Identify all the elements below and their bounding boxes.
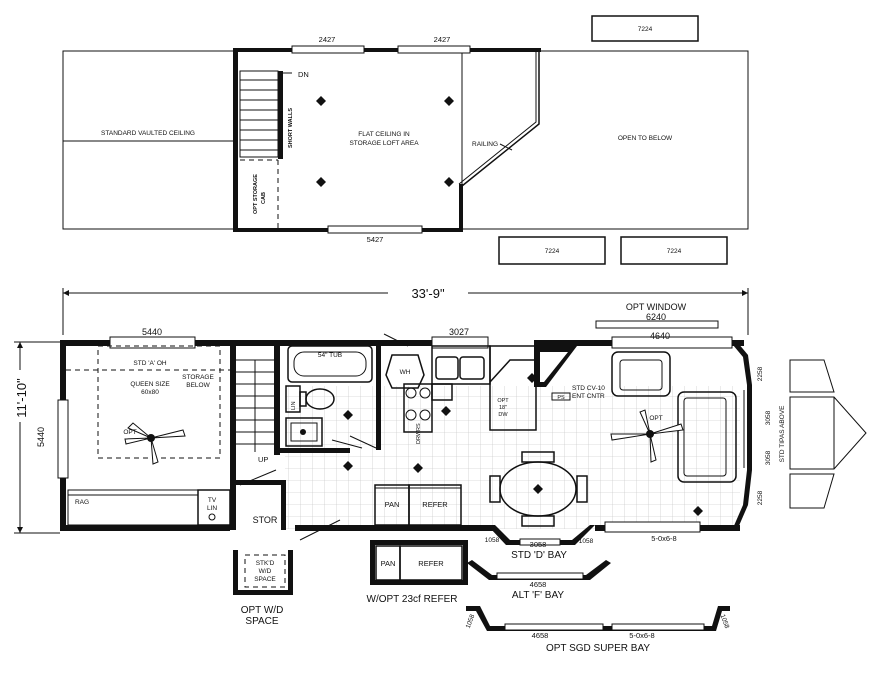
opt-dw-label-2: 18" [499, 405, 507, 411]
wd-label-1: STK'D [256, 560, 275, 567]
left-window-dim: 5440 [36, 427, 46, 447]
sgd-right-dim: 1058 [719, 613, 731, 629]
dn-label: DN [298, 70, 309, 79]
loft-box-bottom-left: 7224 [545, 248, 560, 255]
loft-plan: 2427 2427 5427 7224 7224 7224 STANDARD V… [62, 15, 749, 265]
loft-dim-top-left: 2427 [319, 35, 336, 44]
main-plan: 33'-9" 11'-10" [10, 285, 867, 549]
sgd-bay-label: OPT SGD SUPER BAY [546, 643, 650, 654]
light-icon [441, 406, 451, 416]
opt-dw-label-1: OPT [497, 398, 509, 404]
light-icon [413, 463, 423, 473]
light-icon [316, 177, 326, 187]
storage-below-label-1: STORAGE [182, 374, 214, 381]
storage-below-label-2: BELOW [186, 382, 210, 389]
opt-storage-label-2: CAB [261, 192, 267, 204]
sgd-left-dim: 1058 [465, 613, 477, 629]
overall-width-dim: 11'-10" [14, 378, 29, 418]
rag-label: RAG [75, 499, 89, 506]
bed-fan-label: OPT [123, 429, 136, 436]
loft-box-bottom-right: 7224 [667, 248, 682, 255]
vaulted-ceiling-label: STANDARD VAULTED CEILING [101, 130, 195, 137]
bay-right-dim: 1058 [579, 538, 594, 545]
alt-f-dim: 4658 [530, 580, 547, 589]
light-icon [343, 461, 353, 471]
short-walls-label: SHORT WALLS [288, 108, 294, 148]
options: STD 'D' BAY 4658 ALT 'F' BAY 1058 4658 5… [233, 540, 730, 654]
wh-label: WH [400, 369, 411, 376]
flat-ceiling-label-2: STORAGE LOFT AREA [349, 140, 419, 147]
opt-window-label: OPT WINDOW [626, 302, 687, 312]
dining-table [489, 451, 588, 527]
lin-label: LIN [291, 401, 297, 410]
std-cv-label-2: ENT CNTR [572, 393, 605, 400]
end-dim-mid-top: 3058 [765, 410, 772, 425]
opt-refer-label: REFER [418, 559, 444, 568]
light-icon [316, 96, 326, 106]
wd-caption-1: OPT W/D [241, 605, 284, 616]
up-label: UP [258, 455, 268, 464]
wd-label-3: SPACE [254, 576, 276, 583]
overall-length-dim: 33'-9" [411, 286, 445, 301]
flat-ceiling-label-1: FLAT CEILING IN [358, 131, 410, 138]
light-icon [343, 410, 353, 420]
vaulted-ceiling-area [62, 50, 235, 230]
open-to-below-area [461, 50, 749, 230]
std-d-bay-label: STD 'D' BAY [511, 550, 567, 561]
loft-dim-top-right: 2427 [434, 35, 451, 44]
opt-window-dim: 6240 [646, 312, 666, 322]
queen-label-2: 60x80 [141, 389, 159, 396]
light-icon [533, 484, 543, 494]
living-fan-label: OPT [649, 415, 662, 422]
alt-f-bay-label: ALT 'F' BAY [512, 590, 564, 601]
std-a-oh-label: STD 'A' OH [133, 360, 166, 367]
std-tipas-label: STD TIPAS ABOVE [779, 405, 786, 462]
queen-label-1: QUEEN SIZE [130, 381, 170, 388]
light-icon [527, 373, 537, 383]
pan-label: PAN [385, 500, 400, 509]
end-dim-mid-bottom: 3058 [765, 450, 772, 465]
opt-dw-label-3: DW [498, 412, 508, 418]
opt-storage-label-1: OPT STORAGE [253, 174, 259, 214]
light-icon [444, 96, 454, 106]
slider-dim: 5-0x6-8 [651, 534, 676, 543]
loft-box-top: 7224 [638, 26, 653, 33]
opt-pan-label: PAN [381, 559, 396, 568]
railing-label: RAILING [472, 141, 498, 148]
stor-label: STOR [253, 515, 278, 525]
kitchen-window-dim: 3027 [449, 327, 469, 337]
sgd-slider-dim: 5-0x6-8 [629, 631, 654, 640]
drwrs-label: DRWRS [416, 423, 422, 444]
bay-center-dim: 3058 [530, 540, 547, 549]
open-to-below-label: OPEN TO BELOW [618, 135, 673, 142]
ps-label: PS [557, 395, 565, 401]
light-icon [444, 177, 454, 187]
light-icon [693, 506, 703, 516]
living-window-dim: 4640 [650, 331, 670, 341]
opt-refer-caption: W/OPT 23cf REFER [367, 594, 458, 605]
end-dim-bottom: 2258 [757, 490, 764, 505]
tub-label: 54" TUB [318, 352, 342, 359]
tv-label-1: TV [208, 497, 217, 504]
bay-left-dim: 1058 [485, 537, 500, 544]
ceiling-fan-icon [124, 422, 186, 465]
std-cv-label-1: STD CV-10 [572, 385, 605, 392]
wd-label-2: W/D [259, 568, 272, 575]
refer-label: REFER [422, 500, 448, 509]
sgd-dim: 4658 [532, 631, 549, 640]
loft-dim-bottom: 5427 [367, 235, 384, 244]
wd-caption-2: SPACE [245, 616, 278, 627]
end-dim-top: 2258 [757, 366, 764, 381]
ceiling-fan-icon [610, 409, 684, 463]
tv-label-2: LIN [207, 505, 217, 512]
bed-window-dim: 5440 [142, 327, 162, 337]
